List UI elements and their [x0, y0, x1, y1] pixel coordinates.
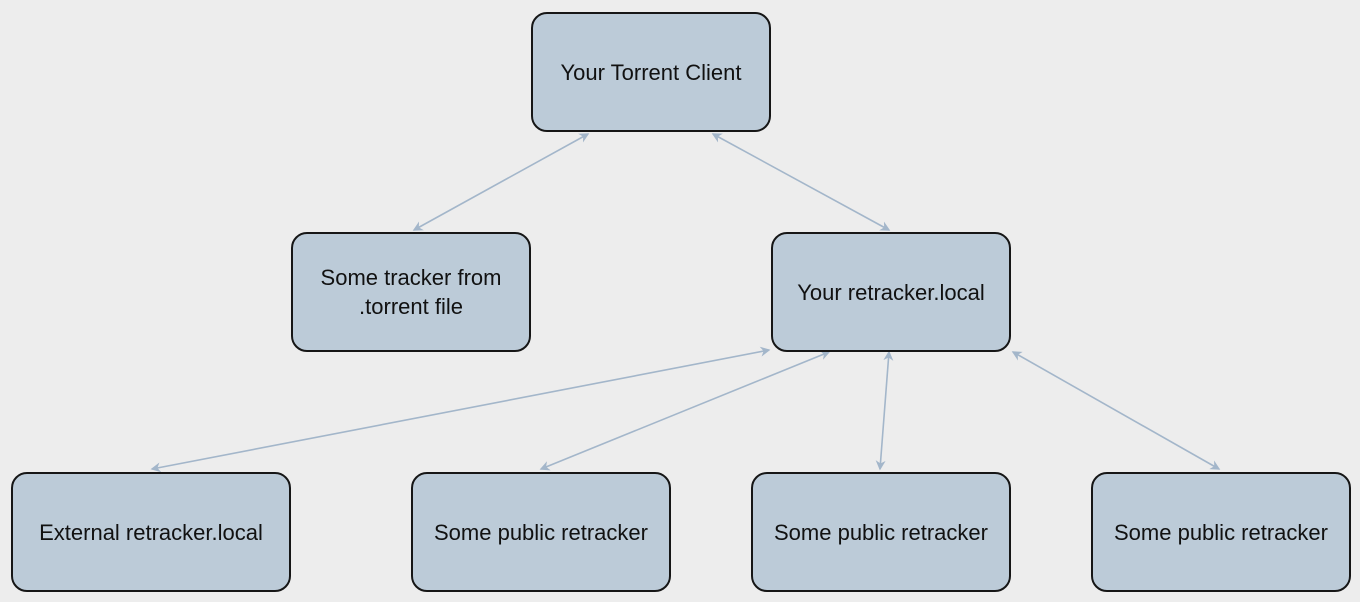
local-retracker-node: Your retracker.local [771, 232, 1011, 352]
public-retracker-node-1: Some public retracker [411, 472, 671, 592]
edge-retracker-external [150, 346, 771, 473]
edge-retracker-public-2 [875, 350, 894, 471]
torrent-client-node: Your Torrent Client [531, 12, 771, 132]
edge-retracker-public-1 [539, 350, 831, 471]
local-retracker-label: Your retracker.local [797, 279, 985, 305]
public-retracker-node-3: Some public retracker [1091, 472, 1351, 592]
public-retracker-label-1: Some public retracker [434, 519, 648, 545]
public-retracker-node-2: Some public retracker [751, 472, 1011, 592]
torrent-client-label: Your Torrent Client [560, 59, 742, 85]
public-retracker-label-2: Some public retracker [774, 519, 988, 545]
edge-retracker-public-3 [1011, 351, 1221, 470]
external-retracker-node: External retracker.local [11, 472, 291, 592]
torrent-tracker-node: Some tracker from .torrent file [291, 232, 531, 352]
edge-client-tracker [412, 133, 590, 231]
public-retracker-label-3: Some public retracker [1114, 519, 1328, 545]
edge-client-retracker [711, 133, 891, 231]
external-retracker-label: External retracker.local [39, 519, 263, 545]
torrent-tracker-label: Some tracker from .torrent file [320, 265, 502, 319]
